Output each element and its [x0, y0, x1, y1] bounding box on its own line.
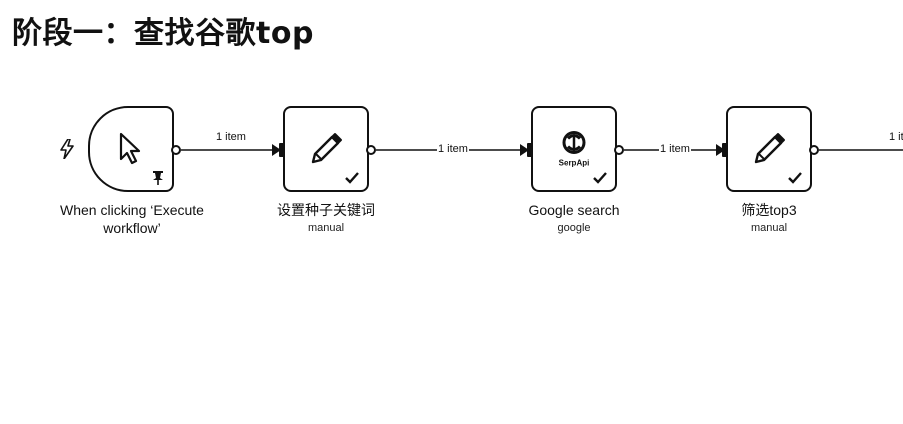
- node-sublabel: google: [557, 222, 591, 234]
- edge-label: 1 item: [659, 143, 691, 155]
- input-port[interactable]: [722, 143, 727, 157]
- node-sublabel: manual: [307, 222, 345, 234]
- input-port[interactable]: [527, 143, 532, 157]
- node-label: Google search: [528, 202, 620, 218]
- lightning-bolt-icon: [60, 139, 74, 159]
- edge-label: 1 item: [437, 143, 469, 155]
- arrowhead: [520, 144, 529, 156]
- node-label: When clicking ‘Execute workflow’: [60, 202, 204, 236]
- output-port[interactable]: [614, 145, 624, 155]
- node-label: 筛选top3: [741, 202, 797, 218]
- set-seed-keywords-node[interactable]: [283, 106, 369, 192]
- pin-icon[interactable]: [152, 171, 164, 185]
- arrowhead: [716, 144, 725, 156]
- pencil-icon: [311, 133, 342, 164]
- edge-label: 1 it: [888, 131, 903, 143]
- serpapi-logo-text: SerpApi: [558, 158, 590, 168]
- cursor-icon: [119, 132, 141, 165]
- trigger-node[interactable]: [88, 106, 174, 192]
- pencil-icon: [754, 133, 785, 164]
- output-port[interactable]: [366, 145, 376, 155]
- output-port[interactable]: [171, 145, 181, 155]
- check-icon: [788, 172, 802, 184]
- node-label: 设置种子关键词: [277, 202, 375, 218]
- serpapi-icon: SerpApi: [549, 131, 599, 168]
- page-title: 阶段一：查找谷歌top: [12, 16, 314, 51]
- serpapi-logo-icon: [562, 131, 586, 154]
- google-search-node[interactable]: SerpApi: [531, 106, 617, 192]
- arrowhead: [272, 144, 281, 156]
- check-icon: [593, 172, 607, 184]
- node-sublabel: manual: [750, 222, 788, 234]
- edge-label: 1 item: [215, 131, 247, 143]
- check-icon: [345, 172, 359, 184]
- output-port[interactable]: [809, 145, 819, 155]
- filter-top3-node[interactable]: [726, 106, 812, 192]
- input-port[interactable]: [279, 143, 284, 157]
